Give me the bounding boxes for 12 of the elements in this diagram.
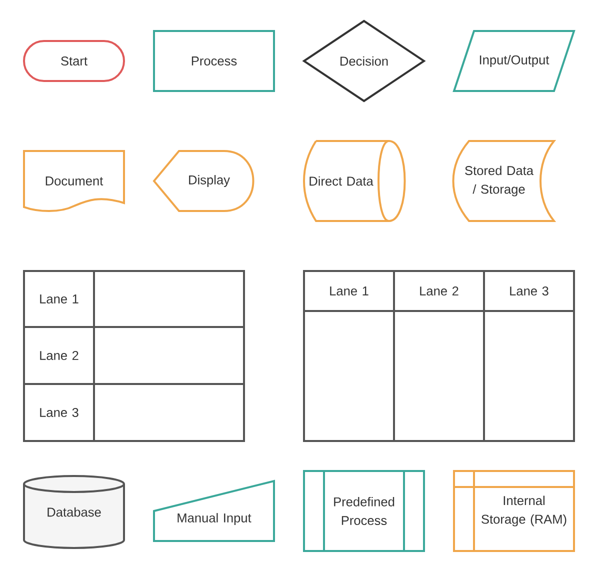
lane-cell: Lane 1 [23,270,95,328]
internal-storage-box: Internal Storage (RAM) [453,470,575,552]
database-cylinder: Database [23,475,125,549]
predefined-process-box: Predefined Process [303,470,425,552]
lane-cell: Lane 1 [303,270,395,312]
lane-cell: Lane 3 [483,270,575,312]
start-terminal: Start [23,40,125,82]
lane-cell: Lane 2 [393,270,485,312]
lane-cell: Lane 3 [23,383,95,442]
process-box: Process [153,30,275,92]
lane-cell: Lane 2 [23,326,95,385]
direct-data-shape: Direct Data [303,140,406,222]
